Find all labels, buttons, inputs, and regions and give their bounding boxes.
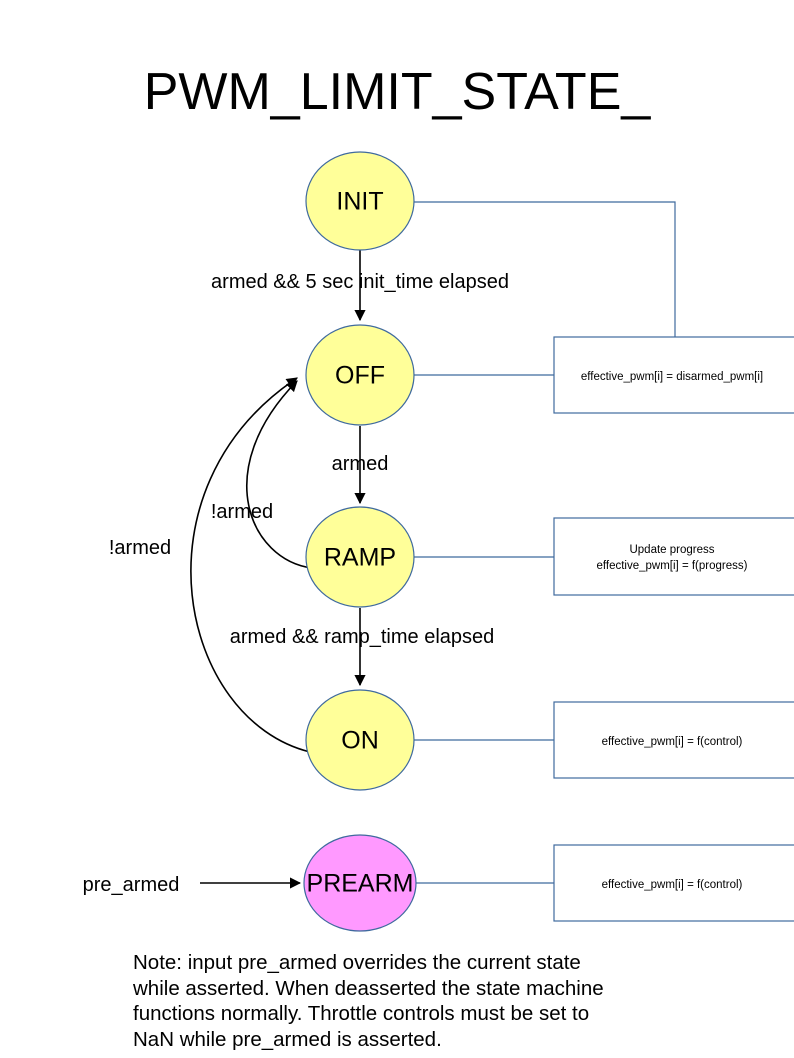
state-node-init[interactable] <box>305 151 415 251</box>
state-node-ramp[interactable] <box>305 506 415 608</box>
transition-label-ramp-to-off: !armed <box>211 501 273 523</box>
diagram-note-line-1: Note: input pre_armed overrides the curr… <box>133 951 581 974</box>
diagram-note: Note: input pre_armed overrides the curr… <box>133 950 733 1052</box>
action-box-on <box>553 701 794 779</box>
transition-on-to-off-arrow <box>190 377 311 753</box>
action-box-off <box>553 336 794 414</box>
page-title: PWM_LIMIT_STATE_ <box>143 63 651 121</box>
state-node-on[interactable] <box>305 689 415 791</box>
state-node-init-label: INIT <box>336 188 383 216</box>
diagram-note-line-2: while asserted. When deasserted the stat… <box>133 976 604 1000</box>
connector-init-to-off-action <box>414 201 676 337</box>
state-node-ramp-label: RAMP <box>324 544 396 572</box>
transition-label-off-to-ramp: armed <box>332 453 389 475</box>
action-box-ramp-line-2: effective_pwm[i] = f(progress) <box>597 560 748 572</box>
action-box-on-line-1: effective_pwm[i] = f(control) <box>602 736 743 748</box>
action-box-prearm <box>553 844 794 922</box>
state-node-off[interactable] <box>305 324 415 426</box>
state-node-on-label: ON <box>341 727 379 755</box>
state-node-prearm[interactable] <box>303 834 417 932</box>
action-box-off-line-1: effective_pwm[i] = disarmed_pwm[i] <box>581 371 763 383</box>
action-box-ramp-line-1: Update progress <box>629 544 714 556</box>
transition-label-ramp-to-on: armed && ramp_time elapsed <box>230 626 495 648</box>
transition-label-on-to-off: !armed <box>109 537 171 559</box>
transition-label-init-to-off: armed && 5 sec init_time elapsed <box>211 271 509 293</box>
transition-ramp-to-off-arrow <box>245 380 313 569</box>
diagram-note-line-3: functions normally. Throttle controls mu… <box>133 1002 590 1025</box>
action-box-ramp <box>553 517 794 596</box>
action-box-prearm-line-1: effective_pwm[i] = f(control) <box>602 879 743 891</box>
state-node-prearm-label: PREARM <box>307 870 414 898</box>
diagram-note-line-4: NaN while pre_armed is asserted. <box>133 1027 442 1051</box>
state-node-off-label: OFF <box>335 362 385 390</box>
transition-label-prearm-input: pre_armed <box>83 874 180 896</box>
